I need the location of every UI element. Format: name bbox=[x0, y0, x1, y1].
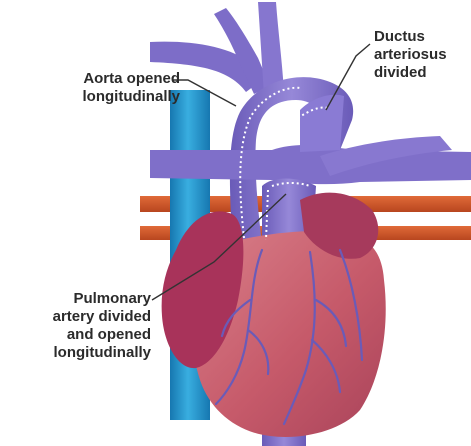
pulmonary-artery-label: Pulmonary artery divided and opened long… bbox=[6, 290, 151, 362]
ductus-segment bbox=[300, 95, 344, 152]
ductus-arteriosus-label: Ductus arteriosus divided bbox=[374, 28, 469, 82]
aorta-label: Aorta opened longitudinally bbox=[10, 70, 180, 106]
